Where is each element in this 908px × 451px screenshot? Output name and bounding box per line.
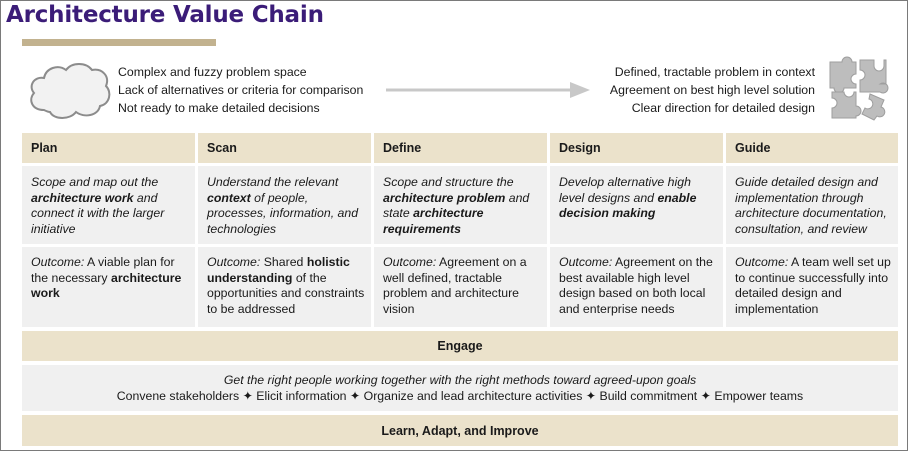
emphasis-text: holistic understanding xyxy=(207,255,350,285)
outcome-text: A viable plan for the necessary architec… xyxy=(31,255,181,300)
emphasis-text: context xyxy=(207,190,251,205)
stage-outcome: Outcome: Agreement on a well defined, tr… xyxy=(374,247,547,327)
learn-adapt-improve-bar: Learn, Adapt, and Improve xyxy=(22,415,898,446)
engage-goal: Get the right people working together wi… xyxy=(223,373,697,387)
text-run: A team well set up to continue successfu… xyxy=(735,255,891,317)
text-run: Guide detailed design and implementation… xyxy=(735,175,887,237)
stage-column-guide: Guide Guide detailed design and implemen… xyxy=(726,133,898,327)
outcome-label: Outcome: xyxy=(31,255,85,269)
stage-outcome: Outcome: A viable plan for the necessary… xyxy=(22,247,195,327)
outcome-label: Outcome: xyxy=(735,255,789,269)
text-run: and state xyxy=(383,190,530,221)
stage-description: Scope and map out the architecture work … xyxy=(22,166,195,244)
stage-outcome: Outcome: A team well set up to continue … xyxy=(726,247,898,327)
emphasis-text: enable decision making xyxy=(559,190,697,221)
emphasis-text: architecture work xyxy=(31,270,182,301)
text-run: of the opportunities and constraints to … xyxy=(207,270,365,317)
target-state-list: Defined, tractable problem in context Ag… xyxy=(610,63,815,117)
initial-state-item: Not ready to make detailed decisions xyxy=(118,101,320,115)
stage-column-scan: Scan Understand the relevant context of … xyxy=(198,133,371,327)
text-run: Agreement on the best available high lev… xyxy=(559,255,713,317)
puzzle-icon xyxy=(829,56,889,121)
stage-header: Guide xyxy=(726,133,898,163)
text-run: Shared xyxy=(260,255,307,269)
text-run: A viable plan for the necessary xyxy=(31,255,175,285)
text-run: Scope and map out the xyxy=(31,175,159,189)
stage-description: Guide detailed design and implementation… xyxy=(726,166,898,244)
stage-outcome: Outcome: Agreement on the best available… xyxy=(550,247,723,327)
outcome-text: Shared holistic understanding of the opp… xyxy=(207,255,364,316)
initial-state-list: Complex and fuzzy problem space Lack of … xyxy=(118,63,363,117)
text-run: Develop alternative high level designs a… xyxy=(559,175,691,205)
arrow-right-icon xyxy=(386,82,590,98)
text-run: Agreement on a well defined, tractable p… xyxy=(383,255,527,317)
stage-header: Scan xyxy=(198,133,371,163)
outcome-label: Outcome: xyxy=(383,255,437,269)
emphasis-text: architecture problem xyxy=(383,190,506,205)
stage-column-define: Define Scope and structure the architect… xyxy=(374,133,547,327)
cloud-icon xyxy=(30,63,111,119)
text-run: Scope and structure the xyxy=(383,175,514,189)
outcome-label: Outcome: xyxy=(559,255,613,269)
emphasis-text: architecture requirements xyxy=(383,206,484,237)
outcome-text: Agreement on the best available high lev… xyxy=(559,255,713,316)
stage-column-plan: Plan Scope and map out the architecture … xyxy=(22,133,195,327)
target-state-item: Defined, tractable problem in context xyxy=(614,65,815,79)
stage-header: Design xyxy=(550,133,723,163)
engage-body: Get the right people working together wi… xyxy=(22,365,898,411)
stage-description: Understand the relevant context of peopl… xyxy=(198,166,371,244)
emphasis-text: architecture work xyxy=(31,190,134,205)
text-run: of people, processes, information, and t… xyxy=(207,190,359,237)
outcome-text: Agreement on a well defined, tractable p… xyxy=(383,255,527,316)
page-title: Architecture Value Chain xyxy=(6,2,324,28)
target-state-item: Clear direction for detailed design xyxy=(631,101,815,115)
outcome-text: A team well set up to continue successfu… xyxy=(735,255,891,316)
value-chain-grid: Plan Scope and map out the architecture … xyxy=(22,133,898,327)
stage-description: Scope and structure the architecture pro… xyxy=(374,166,547,244)
stage-description: Develop alternative high level designs a… xyxy=(550,166,723,244)
text-run: Understand the relevant xyxy=(207,175,339,189)
title-accent-bar xyxy=(22,39,216,46)
engage-header: Engage xyxy=(22,331,898,361)
engage-activities: Convene stakeholders ✦ Elicit informatio… xyxy=(116,388,804,403)
stage-column-design: Design Develop alternative high level de… xyxy=(550,133,723,327)
initial-state-item: Lack of alternatives or criteria for com… xyxy=(118,83,364,97)
stage-header: Plan xyxy=(22,133,195,163)
stage-header: Define xyxy=(374,133,547,163)
target-state-item: Agreement on best high level solution xyxy=(609,83,815,97)
text-run: and connect it with the larger initiativ… xyxy=(31,190,165,237)
outcome-label: Outcome: xyxy=(207,255,261,269)
initial-state-item: Complex and fuzzy problem space xyxy=(118,65,307,79)
stage-outcome: Outcome: Shared holistic understanding o… xyxy=(198,247,371,327)
